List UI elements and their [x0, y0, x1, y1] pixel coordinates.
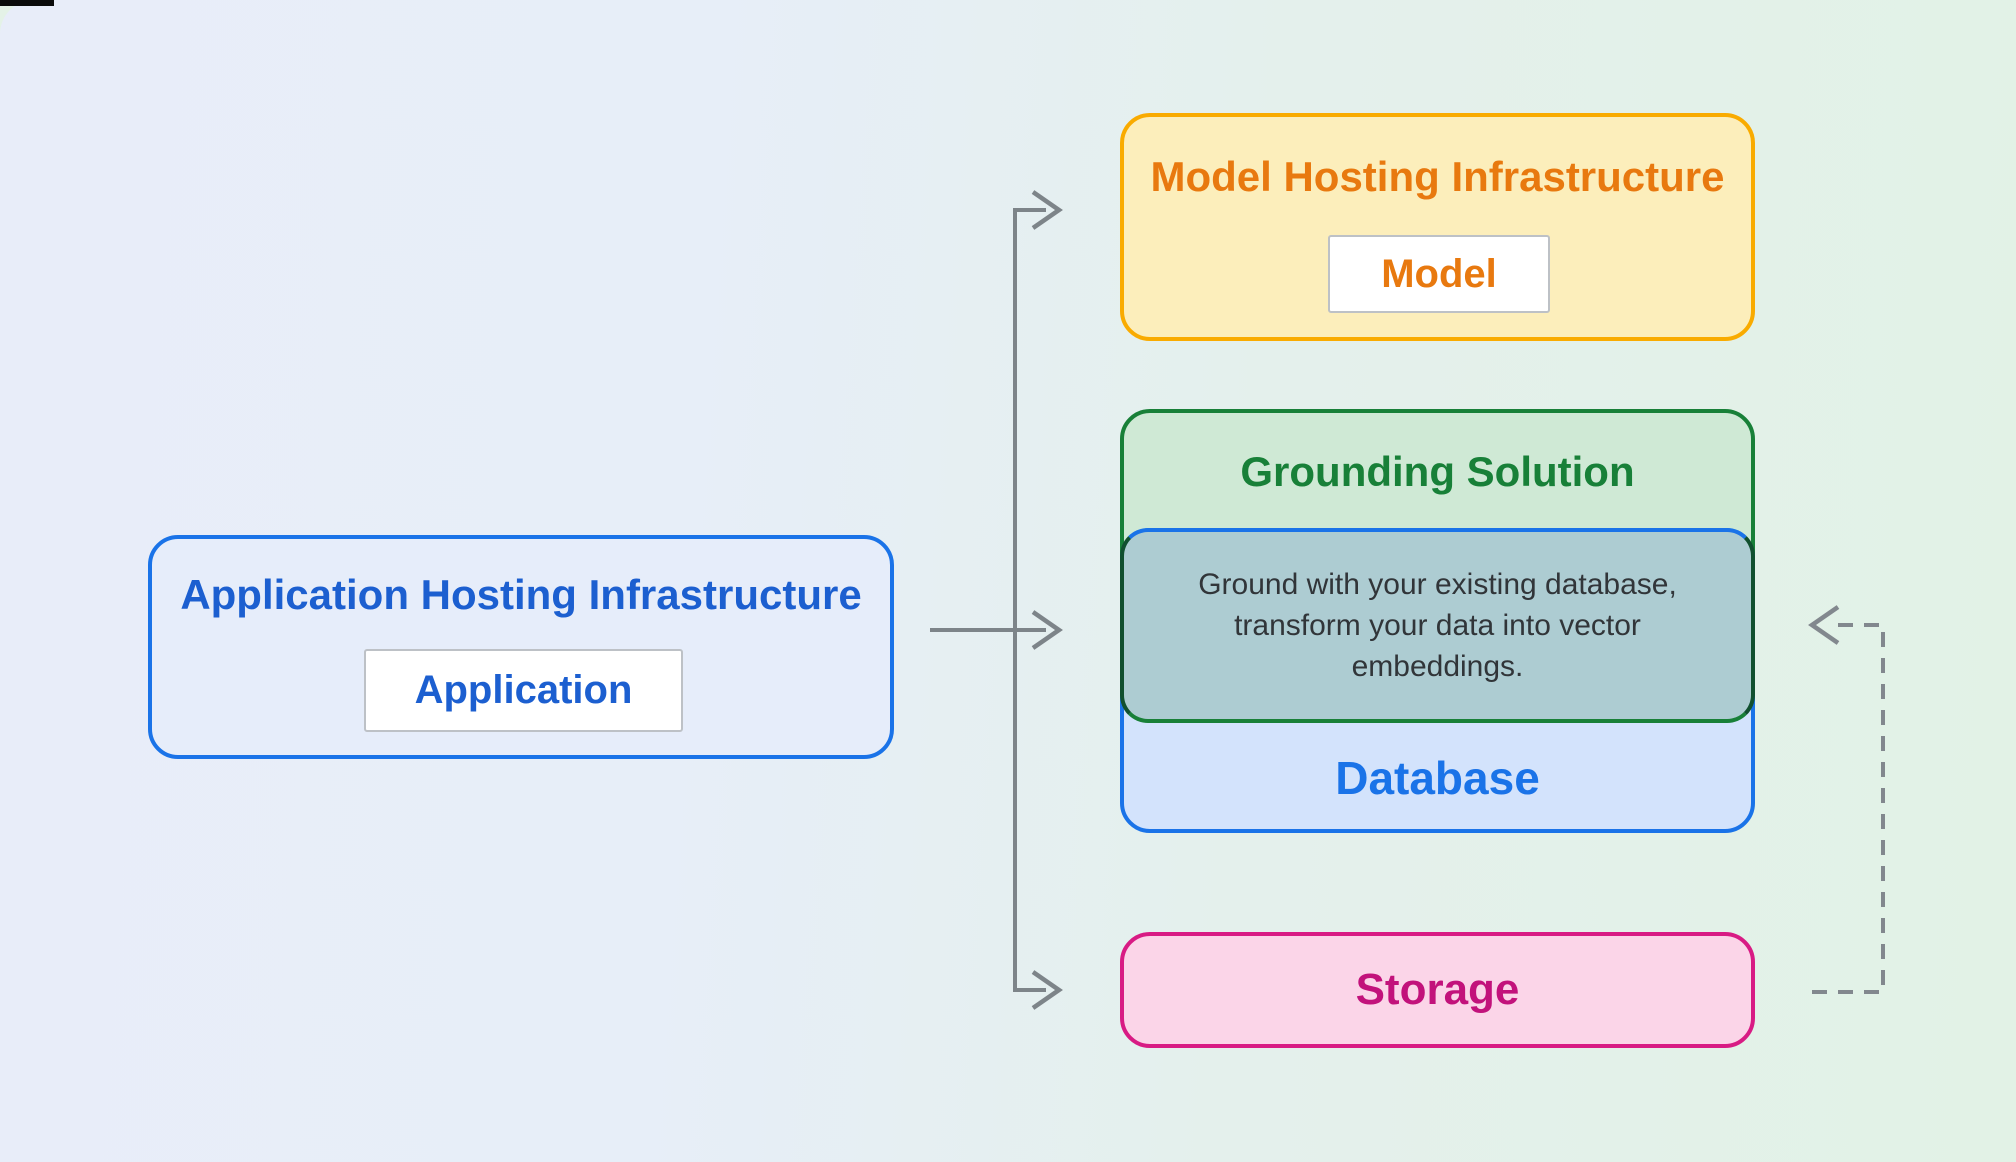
- model-chip: Model: [1328, 235, 1550, 313]
- application-chip: Application: [364, 649, 683, 732]
- storage-label: Storage: [1355, 965, 1520, 1014]
- application-hosting-title: Application Hosting Infrastructure: [180, 571, 862, 618]
- storage-box: Storage: [1120, 932, 1755, 1048]
- application-chip-label: Application: [414, 668, 633, 712]
- grounding-description-text: Ground with your existing database, tran…: [1198, 568, 1677, 683]
- grounding-description-panel: Ground with your existing database, tran…: [1120, 528, 1755, 723]
- model-hosting-box: Model Hosting Infrastructure Model: [1120, 113, 1755, 341]
- model-chip-label: Model: [1381, 251, 1497, 296]
- window-corner-artifact: [0, 0, 54, 6]
- model-hosting-title: Model Hosting Infrastructure: [1150, 153, 1725, 200]
- application-hosting-box: Application Hosting Infrastructure Appli…: [148, 535, 894, 759]
- grounding-solution-title: Grounding Solution: [1240, 448, 1635, 495]
- database-label: Database: [1335, 752, 1540, 804]
